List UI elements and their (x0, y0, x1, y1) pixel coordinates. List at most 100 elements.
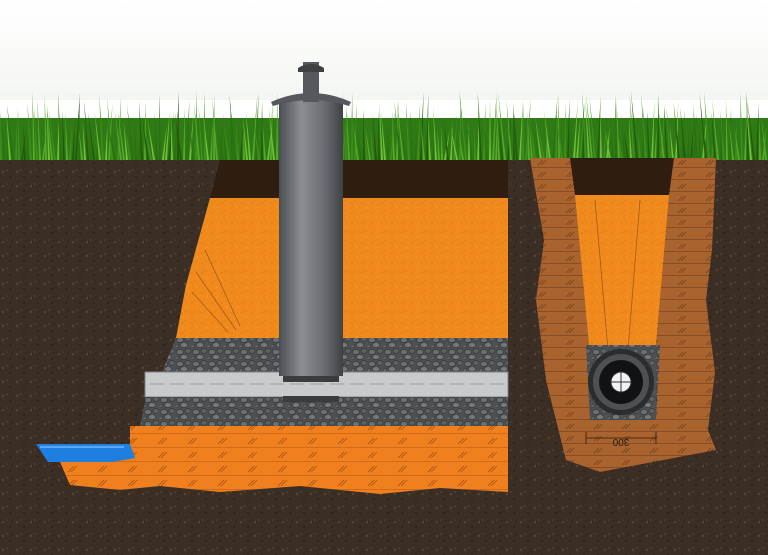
grass-blade (219, 113, 224, 160)
grass-blade (615, 93, 617, 160)
grass-blade (641, 93, 647, 160)
grass-blade (498, 120, 503, 160)
grass-blade (174, 112, 182, 160)
grass-blade (346, 104, 350, 160)
grass-blade (62, 110, 65, 160)
grass-blade (489, 99, 491, 160)
grass-blade (203, 114, 209, 160)
grass-blade (597, 96, 601, 160)
grass-blade (616, 125, 623, 160)
grass-blade (245, 110, 251, 160)
grass-blade (426, 93, 429, 160)
grass-layer (0, 90, 768, 160)
vertical-pipe-icon (271, 62, 351, 402)
grass-blade (582, 126, 584, 160)
grass-blade (364, 124, 371, 160)
grass-blade (69, 120, 72, 160)
grass-blade (606, 124, 610, 160)
sky-background (0, 0, 768, 100)
grass-blade (621, 114, 626, 160)
sand-base-layer (60, 426, 508, 494)
grass-blade (210, 120, 213, 160)
grass-blade (673, 102, 680, 160)
grass-blade (351, 92, 353, 160)
grass-blade (72, 119, 76, 160)
grass-blade (183, 107, 185, 160)
grass-blade (459, 90, 467, 160)
grass-blade (123, 120, 128, 160)
pipe-cross-section-icon (588, 349, 654, 415)
grass-blade (65, 111, 68, 160)
grass-blade (372, 113, 377, 160)
grass-blade (396, 99, 404, 160)
grass-blade (26, 122, 29, 160)
grass-blade (37, 99, 41, 160)
grass-blade (107, 96, 113, 160)
grass-blade (378, 111, 380, 160)
grass-blade (235, 121, 239, 160)
grass-blade (144, 126, 152, 160)
grass-blade (261, 101, 263, 160)
grass-blade (535, 116, 542, 160)
grass-blade (186, 99, 190, 160)
grass-blade (240, 124, 243, 160)
grass-blade (468, 125, 473, 160)
grass-blade (680, 107, 686, 160)
grass-blade (399, 118, 407, 160)
trench-width-dimension: 300 (585, 432, 657, 447)
grass-blade (564, 104, 566, 160)
grass-blade (687, 118, 690, 160)
grass-blade (468, 120, 470, 160)
trench-cross-section: 300 (530, 158, 716, 472)
grass-blade (23, 125, 26, 160)
grass-blade (603, 126, 606, 160)
grass-blade (222, 116, 230, 160)
grass-blade (139, 100, 143, 160)
grass-blade (638, 127, 641, 160)
grass-blade (629, 95, 635, 160)
grass-blade (254, 126, 260, 160)
grass-blade (117, 96, 122, 160)
grass-blade (570, 115, 572, 160)
grass-blade (498, 92, 506, 160)
topsoil-layer (210, 160, 508, 198)
grass-blade (756, 102, 759, 160)
trench-sand-fill (575, 195, 669, 355)
grass-blade (443, 120, 449, 160)
grass-blade (212, 96, 218, 160)
grass-blade (32, 90, 35, 160)
grass-blade (170, 113, 173, 160)
grass-blade (586, 93, 593, 160)
grass-blade (450, 120, 453, 160)
grass-blade (108, 126, 116, 160)
grass-blade (190, 127, 194, 160)
grass-blade (576, 114, 581, 160)
grass-blade (392, 110, 395, 160)
grass-blade (522, 102, 524, 160)
grass-blade (654, 126, 657, 160)
grass-blade (477, 92, 482, 160)
grass-blade (387, 119, 389, 160)
grass-blade (747, 103, 755, 160)
grass-blade (114, 110, 122, 160)
grass-blade (78, 129, 83, 160)
grass-blade (623, 129, 629, 160)
grass-blade (441, 126, 443, 160)
grass-blade (27, 103, 32, 160)
grass-blade (609, 125, 614, 160)
grass-blade (168, 111, 174, 160)
grass-blade (420, 120, 425, 160)
grass-blade (744, 110, 747, 160)
grass-blade (255, 92, 259, 160)
grass-blade (420, 91, 424, 160)
grass-blade (740, 91, 743, 160)
grass-blade (357, 127, 362, 160)
grass-blade (473, 126, 476, 160)
grass-blade (390, 111, 395, 160)
grass-blade (15, 120, 18, 160)
grass-blade (527, 111, 530, 160)
grass-blade (345, 117, 347, 160)
grass-blade (405, 101, 410, 160)
grass-blade (600, 111, 602, 160)
grass-blade (57, 91, 62, 160)
